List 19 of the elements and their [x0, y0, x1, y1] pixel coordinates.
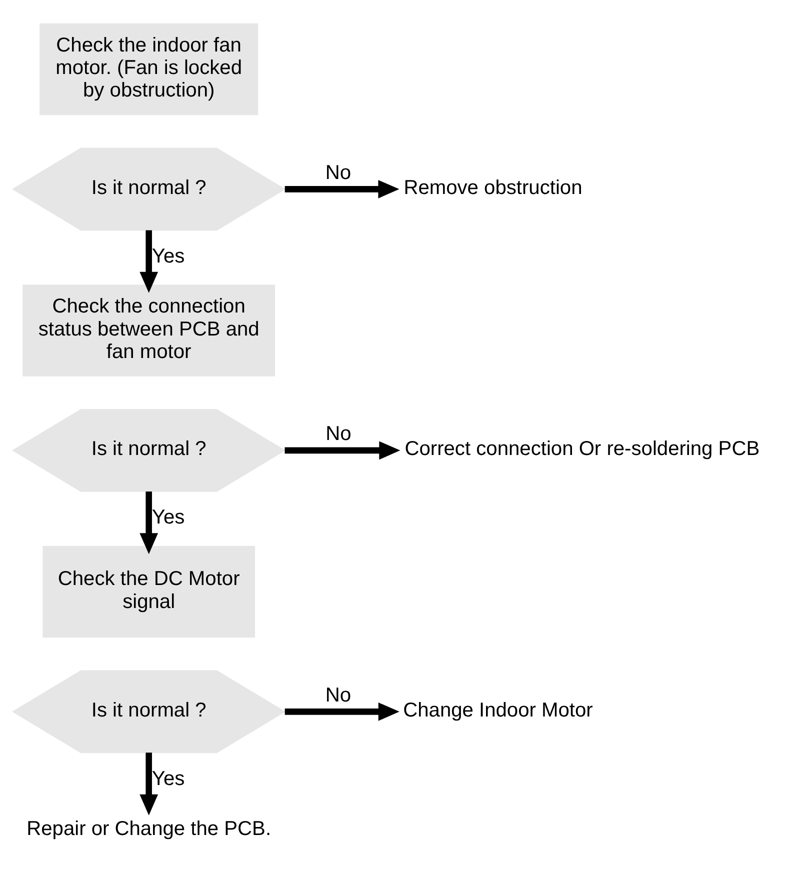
arrow: [284, 441, 400, 460]
arrow: [140, 230, 158, 293]
edge-label: No: [325, 162, 352, 184]
node-text: Change Indoor Motor: [403, 699, 593, 722]
node-box: Check the connection status between PCB and fan motor: [22, 284, 276, 376]
node-text: Correct connection Or re-soldering PCB: [404, 438, 760, 460]
arrow: [140, 752, 158, 816]
arrow: [284, 180, 400, 198]
edge-label: Yes: [152, 506, 185, 529]
edge-label: No: [326, 423, 352, 446]
node-box: Check the DC Motor signal: [42, 546, 255, 638]
arrow: [140, 491, 158, 554]
edge-label: Yes: [152, 768, 185, 790]
edge-label: Yes: [152, 245, 185, 268]
node-text: Repair or Change the PCB.: [26, 818, 272, 840]
node-text: Remove obstruction: [404, 176, 582, 199]
arrow: [284, 702, 400, 721]
node-box: Check the indoor fan motor. (Fan is locked by obstruction): [40, 23, 258, 116]
edge-label: No: [325, 684, 352, 706]
